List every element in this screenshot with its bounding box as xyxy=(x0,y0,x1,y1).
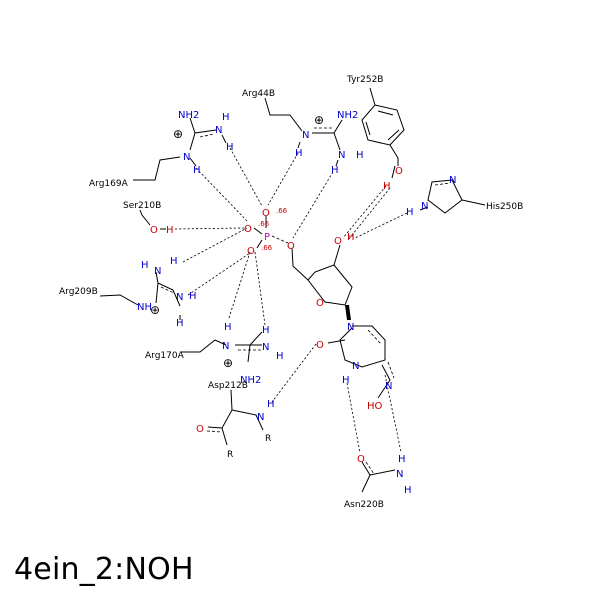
partial-charge: .66 xyxy=(276,207,288,215)
atom-o: O xyxy=(316,340,324,351)
covalent-bonds xyxy=(99,87,486,493)
atom-h: H xyxy=(222,112,230,123)
atom-n: N xyxy=(385,381,392,392)
atom-h: H xyxy=(262,325,270,336)
oxygen-labels: O H O H O O O O O H O O HO O O P xyxy=(150,166,403,465)
positive-charge-icon: ⊕ xyxy=(314,113,324,127)
atom-nh2: NH2 xyxy=(178,110,199,121)
atom-n: N xyxy=(347,322,354,333)
atom-h: H xyxy=(267,399,275,410)
atom-h: H xyxy=(170,256,178,267)
atom-h: H xyxy=(193,165,201,176)
residue-label-arg44b: Arg44B xyxy=(242,89,275,99)
positive-charge-icon: ⊕ xyxy=(150,303,160,317)
atom-p: P xyxy=(264,232,270,243)
atom-h: H xyxy=(176,318,184,329)
residue-label-tyr252b: Tyr252B xyxy=(346,75,383,85)
atom-n: N xyxy=(215,125,222,136)
atom-n: N xyxy=(262,342,269,353)
atom-n: N xyxy=(352,361,359,372)
residue-label-asn220b: Asn220B xyxy=(344,500,384,510)
atom-n: N xyxy=(183,152,190,163)
diagram-title: 4ein_2:NOH xyxy=(14,552,194,587)
atom-o: O xyxy=(316,298,324,309)
partial-charge: .66 xyxy=(258,220,270,228)
atom-n: N xyxy=(338,150,345,161)
positive-charge-icon: ⊕ xyxy=(173,127,183,141)
atom-r: R xyxy=(265,434,271,444)
partial-charge: .66 xyxy=(261,244,273,252)
atom-nh2: NH2 xyxy=(240,375,261,386)
atom-o: O xyxy=(150,225,158,236)
atom-h2n: H xyxy=(141,260,149,271)
atom-n: N xyxy=(154,266,161,277)
atom-h: H xyxy=(398,454,406,465)
atom-h: H xyxy=(276,351,284,362)
residue-label-his250b: His250B xyxy=(486,202,523,212)
atom-o: O xyxy=(247,246,255,257)
atom-n: N xyxy=(396,469,403,480)
atom-o: O xyxy=(244,224,252,235)
residue-label-arg209b: Arg209B xyxy=(59,287,98,297)
r-groups: R R xyxy=(227,434,271,460)
partial-charges: .66 .66 .66 xyxy=(258,207,288,252)
residue-label-arg169a: Arg169A xyxy=(89,179,129,189)
atom-nh2: NH2 xyxy=(337,110,358,121)
residue-label-arg170a: Arg170A xyxy=(145,351,185,361)
atom-o: O xyxy=(395,166,403,177)
atom-h: H xyxy=(189,291,197,302)
atom-o: O xyxy=(357,454,365,465)
atom-n: N xyxy=(176,292,183,303)
atom-o: O xyxy=(287,241,295,252)
positive-charge-icon: ⊕ xyxy=(223,356,233,370)
atom-h: H xyxy=(406,207,414,218)
atom-n: N xyxy=(257,412,264,423)
atom-h: H xyxy=(404,485,412,496)
residue-label-ser210b: Ser210B xyxy=(123,201,161,211)
atom-ho: HO xyxy=(367,401,383,412)
atom-labels: NH2 N H N H H N H NH2 N H H N N H H N H … xyxy=(137,110,456,496)
atom-n: N xyxy=(222,341,229,352)
atom-o: O xyxy=(334,236,342,247)
atom-n: N xyxy=(421,201,428,212)
atom-h: H xyxy=(356,150,364,161)
hydrogen-bonds xyxy=(174,147,408,454)
atom-o: O xyxy=(196,424,204,435)
atom-h: H xyxy=(383,181,391,192)
atom-h: H xyxy=(166,225,174,236)
residue-labels: Tyr252B Arg44B Arg169A Ser210B His250B A… xyxy=(59,75,523,510)
atom-h: H xyxy=(226,142,234,153)
atom-r: R xyxy=(227,450,233,460)
atom-h: H xyxy=(342,375,350,386)
atom-n: N xyxy=(302,130,309,141)
atom-nh: NH xyxy=(137,302,152,313)
charge-symbols: ⊕ ⊕ ⊕ ⊕ xyxy=(150,113,324,370)
atom-h: H xyxy=(224,322,232,333)
atom-h: H xyxy=(347,232,355,243)
atom-n: N xyxy=(449,175,456,186)
atom-h: H xyxy=(295,148,303,159)
atom-o: O xyxy=(262,208,270,219)
residue-label-asp212b: Asp212B xyxy=(208,381,248,391)
atom-h: H xyxy=(331,165,339,176)
